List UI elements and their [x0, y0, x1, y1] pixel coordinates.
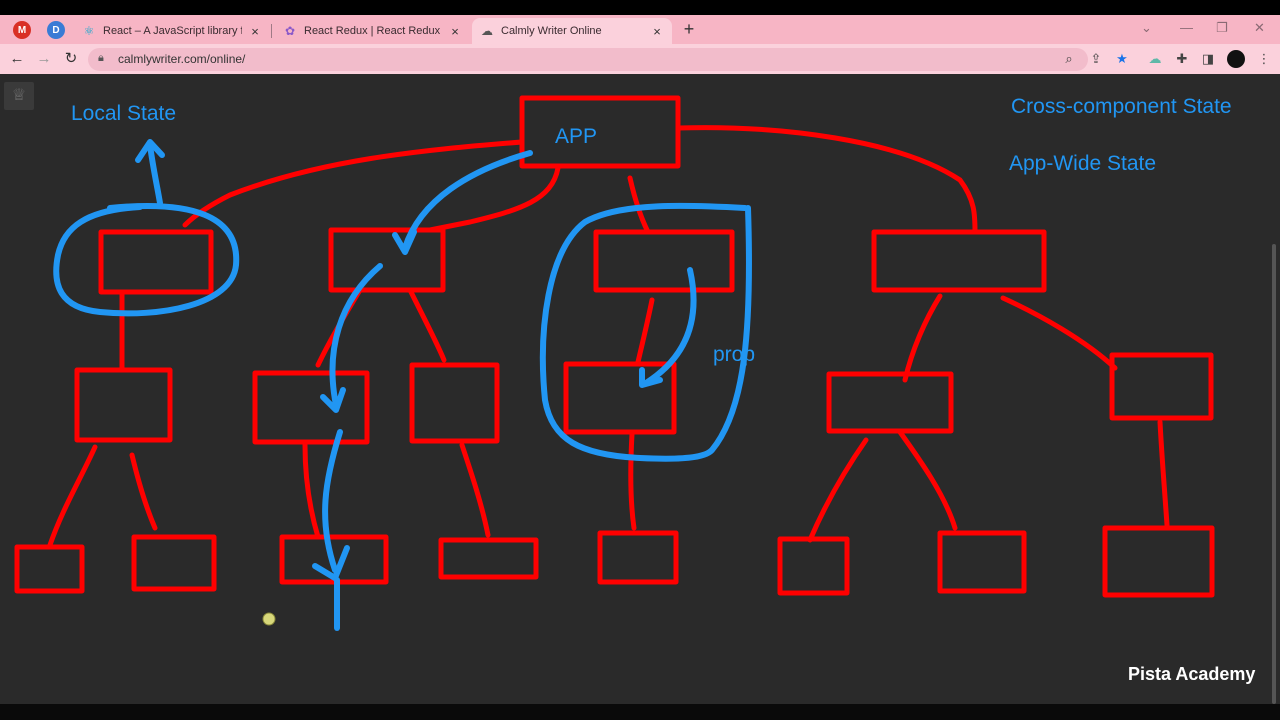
component-box [131, 534, 217, 592]
connector-line [1000, 295, 1118, 371]
app-wide-state-label: App-Wide State [1009, 152, 1157, 175]
component-box [438, 537, 539, 580]
bottom-bar [0, 704, 1280, 720]
blue-annotations [53, 139, 752, 631]
redux-icon: ✿ [284, 24, 296, 38]
component-box [871, 229, 1047, 293]
tab-title: Calmly Writer Online [501, 25, 602, 37]
prop-arrow [643, 267, 697, 386]
tab-calmly-writer[interactable]: ☁ Calmly Writer Online × [472, 18, 672, 44]
local-state-arrow [147, 142, 163, 206]
arrowhead [135, 139, 165, 163]
connector-line [628, 431, 637, 531]
component-box [563, 361, 677, 435]
cursor-indicator [262, 612, 276, 626]
tab-strip: M D ⚛ React – A JavaScript library for b… [0, 15, 1280, 44]
forward-icon[interactable]: → [36, 50, 52, 67]
connector-line [129, 452, 158, 531]
back-icon[interactable]: ← [9, 50, 25, 67]
app-box [519, 95, 681, 169]
connector-line [1157, 419, 1170, 528]
kebab-menu-icon[interactable]: ⋮ [1257, 51, 1271, 66]
red-tree [14, 95, 1215, 598]
crown-logo-icon[interactable]: ♕ [4, 82, 34, 110]
reload-icon[interactable]: ↻ [64, 50, 78, 67]
tab-title: React – A JavaScript library for bu [103, 25, 242, 37]
component-box [1102, 525, 1215, 598]
bookmark-star-icon[interactable]: ★ [1116, 51, 1128, 66]
component-box [777, 536, 850, 596]
connector-line [182, 139, 525, 228]
connector-line [302, 442, 321, 540]
cross-component-state-label: Cross-component State [1011, 95, 1232, 118]
app-label: APP [555, 125, 598, 148]
drawing-canvas[interactable]: ♕ [0, 74, 1280, 704]
local-state-label: Local State [71, 102, 177, 125]
close-icon[interactable]: × [451, 23, 459, 39]
chevron-down-icon[interactable]: ⌄ [1141, 20, 1152, 35]
address-bar[interactable]: 🔒︎ calmlywriter.com/online/ [88, 48, 1088, 71]
component-box [328, 227, 446, 293]
extensions-puzzle-icon[interactable]: ✚ [1176, 51, 1188, 66]
side-panel-icon[interactable]: ◨ [1201, 51, 1215, 66]
prop-flow-arrow [329, 263, 383, 408]
arrowhead [320, 387, 346, 413]
component-box [826, 371, 954, 434]
url-text: calmlywriter.com/online/ [118, 52, 246, 66]
component-box [98, 229, 214, 295]
tab-title: React Redux | React Redux [304, 25, 441, 37]
react-icon: ⚛ [83, 24, 95, 38]
close-icon[interactable]: × [653, 23, 661, 39]
zoom-icon[interactable]: ⌕ [1065, 51, 1073, 66]
connector-line [897, 429, 958, 531]
vertical-scrollbar[interactable] [1272, 244, 1276, 704]
close-icon[interactable]: × [251, 23, 259, 39]
window-close-icon[interactable]: ✕ [1254, 20, 1265, 35]
component-tree-diagram [14, 95, 1215, 631]
component-box [14, 544, 85, 594]
component-box [74, 367, 173, 443]
brand-watermark: Pista Academy [1128, 664, 1256, 684]
gmail-icon[interactable]: M [13, 21, 31, 39]
connector-line [427, 165, 561, 233]
prop-flow-arrow [322, 429, 343, 573]
tab-react[interactable]: ⚛ React – A JavaScript library for bu × [74, 18, 270, 44]
cross-component-circle [539, 202, 752, 462]
arrowhead [392, 229, 417, 255]
tab-separator [271, 24, 272, 38]
arrowhead [639, 367, 663, 388]
prop-label: prop [713, 343, 756, 366]
new-tab-button[interactable]: + [683, 19, 695, 39]
prop-flow-arrow [402, 150, 533, 251]
connector-line [407, 287, 447, 363]
d-app-icon[interactable]: D [47, 21, 65, 39]
connector-line [902, 293, 943, 383]
component-box [252, 370, 370, 445]
browser-toolbar: ← → ↻ 🔒︎ calmlywriter.com/online/ ⌕ ⇪ ★ … [0, 44, 1280, 74]
connector-line [459, 442, 491, 538]
component-box [937, 530, 1027, 594]
share-icon[interactable]: ⇪ [1090, 51, 1102, 66]
minimize-icon[interactable]: — [1180, 20, 1193, 35]
connector-line [47, 444, 98, 548]
component-box [409, 362, 500, 444]
component-box [597, 530, 679, 585]
restore-icon[interactable]: ❐ [1216, 20, 1228, 35]
local-state-circle [53, 203, 240, 317]
connector-line [675, 125, 978, 235]
connector-line [635, 297, 655, 365]
connector-line [807, 437, 869, 543]
tab-react-redux[interactable]: ✿ React Redux | React Redux × [275, 18, 470, 44]
profile-avatar[interactable] [1227, 50, 1245, 68]
extension-cloud-icon[interactable]: ☁ [1148, 51, 1162, 66]
calmly-writer-icon: ☁ [481, 24, 493, 38]
lock-icon: 🔒︎ [98, 52, 104, 64]
component-box [1109, 352, 1214, 421]
component-box [593, 229, 735, 293]
